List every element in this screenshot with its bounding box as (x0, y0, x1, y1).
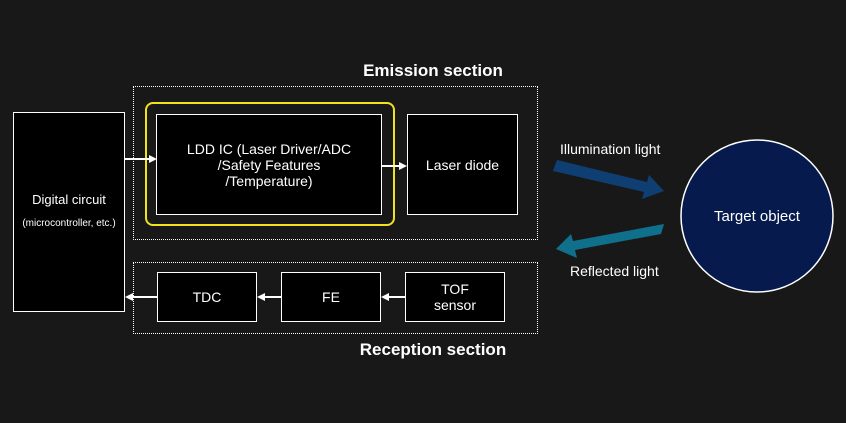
tdc-box: TDC (157, 272, 257, 322)
target-object-label: Target object (714, 208, 800, 225)
reflected-light-label: Reflected light (570, 263, 659, 279)
laser-diode-label: Laser diode (425, 156, 500, 173)
ldd-ic-line3: /Temperature) (225, 172, 313, 189)
target-object-circle (680, 139, 834, 293)
illumination-light-label: Illumination light (560, 141, 661, 157)
ldd-ic-line1: LDD IC (Laser Driver/ADC (186, 140, 352, 157)
tof-sensor-line1: TOF (441, 281, 469, 297)
reception-section-title: Reception section (359, 340, 507, 359)
ldd-ic-highlight (145, 102, 395, 226)
ldd-ic-box: LDD IC (Laser Driver/ADC /Safety Feature… (156, 114, 382, 215)
fe-label: FE (322, 289, 340, 305)
reflected-arrow (556, 224, 664, 258)
tof-sensor-line2: sensor (433, 297, 477, 313)
illumination-arrow (553, 160, 664, 199)
ldd-ic-line2: /Safety Features (217, 156, 321, 173)
emission-section-frame (133, 86, 538, 240)
digital-circuit-title: Digital circuit (32, 192, 106, 207)
fe-box: FE (281, 272, 381, 322)
tof-sensor-box: TOF sensor (405, 272, 505, 322)
digital-circuit-box: Digital circuit (microcontroller, etc.) (13, 112, 125, 312)
emission-section-title: Emission section (363, 61, 503, 80)
laser-diode-box: Laser diode (407, 114, 518, 215)
digital-circuit-subtitle: (microcontroller, etc.) (22, 218, 116, 229)
tdc-label: TDC (192, 289, 222, 305)
